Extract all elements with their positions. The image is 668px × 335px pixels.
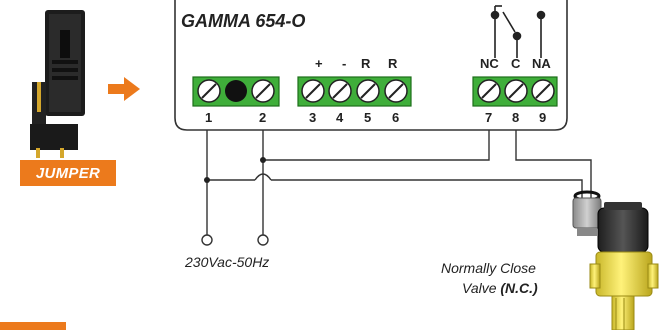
supply-terminal	[257, 234, 269, 246]
terminal-number: 8	[512, 110, 519, 125]
arrow-right-icon	[108, 77, 140, 101]
relay-label-c: C	[511, 56, 521, 71]
terminal-number: 2	[259, 110, 266, 125]
terminal-number: 1	[205, 110, 212, 125]
jumper-illustration	[30, 10, 85, 158]
sign-label: R	[361, 56, 371, 71]
terminal-number: 4	[336, 110, 344, 125]
terminal-block-left	[192, 76, 280, 107]
valve-caption-prefix: Valve	[462, 280, 500, 296]
valve-caption-line1: Normally Close	[441, 260, 536, 276]
terminal-number: 6	[392, 110, 399, 125]
valve-caption-line2: Valve (N.C.)	[462, 280, 538, 296]
solenoid-valve	[572, 190, 659, 331]
terminal-number: 3	[309, 110, 316, 125]
jumper-label: JUMPER	[20, 160, 116, 186]
terminal-number: 5	[364, 110, 371, 125]
terminal-block-mid	[297, 76, 412, 107]
terminal-block-right	[472, 76, 558, 107]
accent-tag	[0, 322, 66, 330]
supply-terminal	[201, 234, 213, 246]
terminal-number: 7	[485, 110, 492, 125]
wiring	[206, 130, 592, 235]
terminal-number: 9	[539, 110, 546, 125]
sign-label: -	[342, 56, 346, 71]
valve-caption-bold: (N.C.)	[500, 280, 538, 296]
device-model: GAMMA 654-O	[181, 11, 305, 31]
wire-junctions	[204, 157, 266, 183]
supply-label: 230Vac-50Hz	[184, 254, 269, 270]
relay-label-nc: NC	[480, 56, 499, 71]
relay-contact-symbol	[490, 5, 546, 58]
sign-label: R	[388, 56, 398, 71]
relay-label-na: NA	[532, 56, 551, 71]
sign-label: +	[315, 56, 323, 71]
